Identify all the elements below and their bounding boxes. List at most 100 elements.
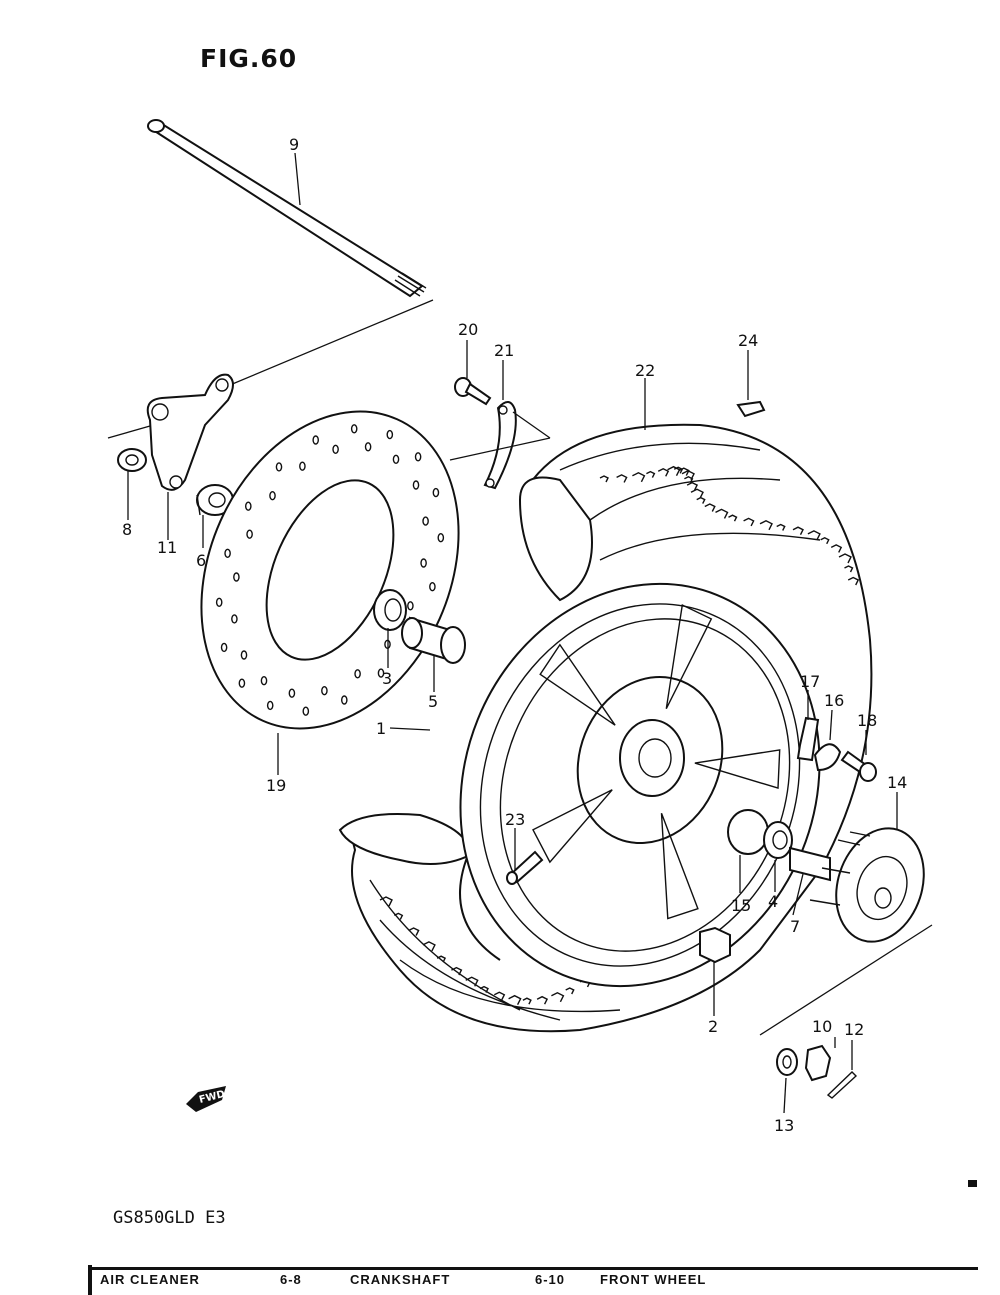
tread-block [704,503,716,512]
callout-2: 2 [708,1017,718,1036]
footer-page: 6-8 [280,1272,302,1287]
page-edge-mark [968,1180,977,1187]
tread-block [776,523,786,531]
lock-plate [813,743,842,772]
disc-hole [420,558,427,568]
tread-block [792,526,804,536]
brake-disc [200,410,460,730]
tread-block [599,475,609,483]
tread-block [616,474,628,483]
callout-19: 19 [266,776,286,795]
callout-6: 6 [196,551,206,570]
tread-block [690,488,704,499]
disc-hole [275,462,283,472]
cast-wheel [459,582,821,988]
disc-hole [321,686,328,696]
disc-hole [332,444,339,454]
disc-hole [312,435,320,445]
spacer-collar [789,846,831,882]
front-axle [147,119,434,386]
disc-hole [364,442,372,452]
torque-link-bracket [107,373,234,516]
disc-hole [350,424,358,434]
tread-block [422,941,436,952]
retainer-plate [796,716,820,762]
fwd-arrow: FWD [186,1086,226,1112]
callout-12: 12 [844,1020,864,1039]
tread-block [479,985,489,993]
tread-block [408,927,420,936]
tread-block [451,966,463,976]
footer-rule [88,1267,978,1270]
disc-hole [414,452,422,462]
disc-hole [429,582,436,592]
lock-washer-plate [449,401,551,490]
disc-hole [392,454,400,464]
tire-valve [506,850,544,885]
tread-block [493,991,506,1001]
drive-flange [809,827,925,943]
wheel-spoke [660,812,699,920]
callout-21: 21 [494,341,514,360]
callout-23: 23 [505,810,525,829]
disc-hole [220,642,228,653]
callout-9: 9 [289,135,299,154]
model-code: GS850GLD E3 [113,1208,226,1228]
tread-block [393,912,404,920]
tread-block [820,537,830,545]
disc-hole [407,601,414,611]
callout-3: 3 [382,669,392,688]
callout-18: 18 [857,711,877,730]
tread-block [379,896,393,907]
disc-hole [437,533,445,543]
leader-lines [127,152,898,1114]
tread-block [657,468,670,477]
disc-hole [240,650,248,660]
footer-item: CRANKSHAFT [350,1272,451,1287]
footer-item: AIR CLEANER [100,1272,200,1287]
disc-hole [233,572,240,582]
tread-block [844,565,854,573]
tread-block [847,576,860,586]
tread-block [522,997,532,1005]
disc-hole [354,669,361,679]
figure-title: FIG.60 [200,44,298,73]
disc-hole [432,487,440,498]
hub-bolt [840,750,877,782]
callout-20: 20 [458,320,478,339]
disc-hole [260,676,268,686]
tread-block [684,476,694,484]
disc-hole [269,491,276,501]
callout-5: 5 [428,692,438,711]
callout-4: 4 [768,892,778,911]
tread-block [715,508,729,519]
disc-bolt [454,377,492,406]
axle-nut [699,926,731,964]
disc-hole [386,429,394,440]
footer-tick [88,1265,92,1295]
disc-hole [238,678,246,688]
tread-block [465,976,479,987]
tread-block [632,472,646,483]
tread-block [565,987,575,995]
tread-block [681,470,695,481]
callout-7: 7 [790,917,800,936]
tread-block [696,496,706,504]
disc-hole [422,516,429,526]
callout-22: 22 [635,361,655,380]
castle-nut [804,1044,832,1082]
disc-hole [266,700,274,711]
tread-block [759,520,773,531]
dust-seal [727,809,769,855]
callout-labels: 9 8 11 6 19 3 5 1 20 21 22 24 17 16 18 1… [122,135,907,1135]
wheel-spoke [539,643,616,726]
callout-13: 13 [774,1116,794,1135]
tread-block [551,992,565,1003]
disc-hole [231,614,238,624]
callout-14: 14 [887,773,907,792]
callout-15: 15 [731,896,751,915]
footer-page: 6-10 [535,1272,566,1287]
disc-hole [246,529,253,539]
callout-8: 8 [122,520,132,539]
